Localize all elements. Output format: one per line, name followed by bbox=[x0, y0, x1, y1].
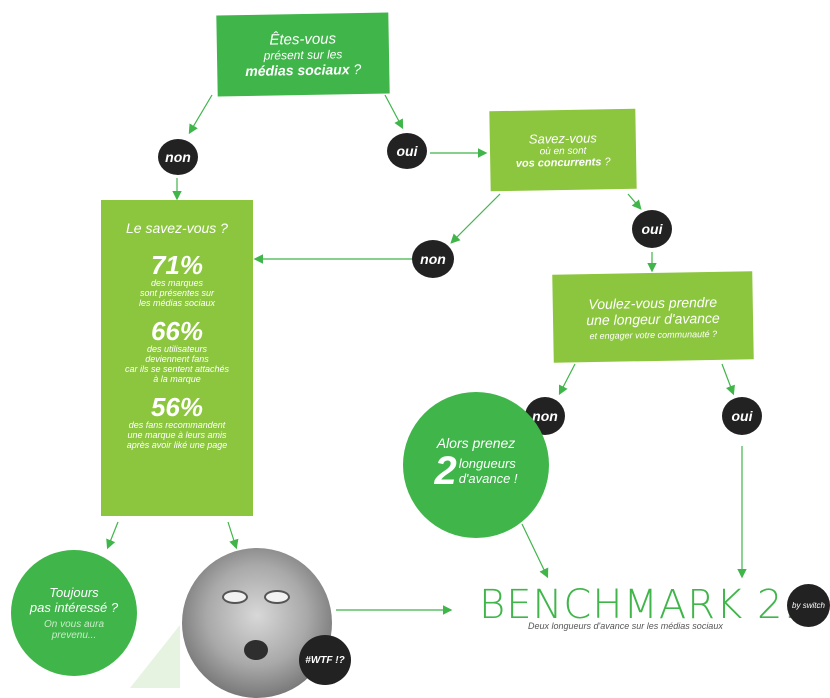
stat-line: après avoir liké une page bbox=[126, 440, 228, 450]
circle-line: d'avance ! bbox=[458, 471, 518, 486]
face-mouth bbox=[244, 640, 268, 660]
face-eye-left bbox=[222, 590, 248, 604]
benchmark-subtitle: Deux longueurs d'avance sur les médias s… bbox=[528, 621, 723, 631]
question-line: et engager votre communauté ? bbox=[589, 328, 718, 341]
answer-non-1: non bbox=[158, 139, 198, 175]
question-line: Êtes-vous bbox=[269, 30, 337, 49]
wtf-badge: #WTF !? bbox=[299, 635, 351, 685]
circle-line: prevenu... bbox=[51, 630, 97, 641]
benchmark-title: BENCHMARK 2.0 bbox=[479, 582, 824, 628]
circle-line: On vous aura bbox=[43, 619, 105, 630]
decorative-shape bbox=[130, 625, 180, 688]
question-tail: ? bbox=[601, 156, 611, 169]
stat-value: 56% bbox=[150, 392, 204, 422]
answer-oui-3: oui bbox=[722, 397, 762, 435]
stat-block: 66% des utilisateurs deviennent fans car… bbox=[125, 318, 229, 384]
question-tail: ? bbox=[349, 60, 362, 78]
stat-line: deviennent fans bbox=[145, 354, 209, 364]
switch-logo: by switch bbox=[787, 584, 830, 627]
not-interested-circle: Toujours pas intéressé ? On vous aura pr… bbox=[11, 550, 137, 676]
question-line: une longeur d'avance bbox=[586, 309, 720, 328]
answer-oui-2: oui bbox=[632, 210, 672, 248]
stat-line: des utilisateurs bbox=[146, 344, 208, 354]
stat-line: à la marque bbox=[153, 374, 201, 384]
take-advance-circle: Alors prenez 2 longueurs d'avance ! bbox=[403, 392, 549, 538]
question-line: Savez-vous bbox=[528, 130, 597, 147]
question-social-media-box: Êtes-vous présent sur les médias sociaux… bbox=[216, 12, 390, 97]
logo-text: by switch bbox=[792, 601, 825, 610]
circle-line: Alors prenez bbox=[436, 435, 516, 451]
stat-value: 71% bbox=[150, 250, 204, 280]
did-you-know-panel: Le savez-vous ? 71% des marques sont pré… bbox=[101, 200, 253, 516]
face-eye-right bbox=[264, 590, 290, 604]
question-line: présent sur les bbox=[263, 47, 343, 63]
stat-value: 66% bbox=[150, 316, 204, 346]
question-emphasis: médias sociaux bbox=[245, 61, 350, 80]
panel-title: Le savez-vous ? bbox=[126, 220, 228, 236]
stat-line: des fans recommandent bbox=[128, 420, 226, 430]
question-advance-box: Voulez-vous prendre une longeur d'avance… bbox=[552, 271, 754, 363]
question-line: où en sont bbox=[539, 145, 587, 158]
stat-line: sont présentes sur bbox=[139, 288, 215, 298]
answer-oui-1: oui bbox=[387, 133, 427, 169]
question-competitors-box: Savez-vous où en sont vos concurrents ? bbox=[489, 108, 637, 192]
answer-non-2: non bbox=[412, 240, 454, 278]
circle-line: pas intéressé ? bbox=[29, 600, 119, 615]
stat-line: une marque à leurs amis bbox=[127, 430, 227, 440]
question-emphasis: vos concurrents bbox=[515, 156, 602, 170]
stat-line: car ils se sentent attachés bbox=[124, 364, 230, 374]
big-digit: 2 bbox=[434, 449, 457, 493]
stat-line: des marques bbox=[150, 278, 203, 288]
stat-block: 71% des marques sont présentes sur les m… bbox=[139, 252, 215, 308]
circle-line: longueurs bbox=[458, 456, 516, 471]
circle-line: Toujours bbox=[49, 585, 99, 600]
stat-line: les médias sociaux bbox=[138, 298, 216, 308]
stat-block: 56% des fans recommandent une marque à l… bbox=[127, 394, 228, 450]
